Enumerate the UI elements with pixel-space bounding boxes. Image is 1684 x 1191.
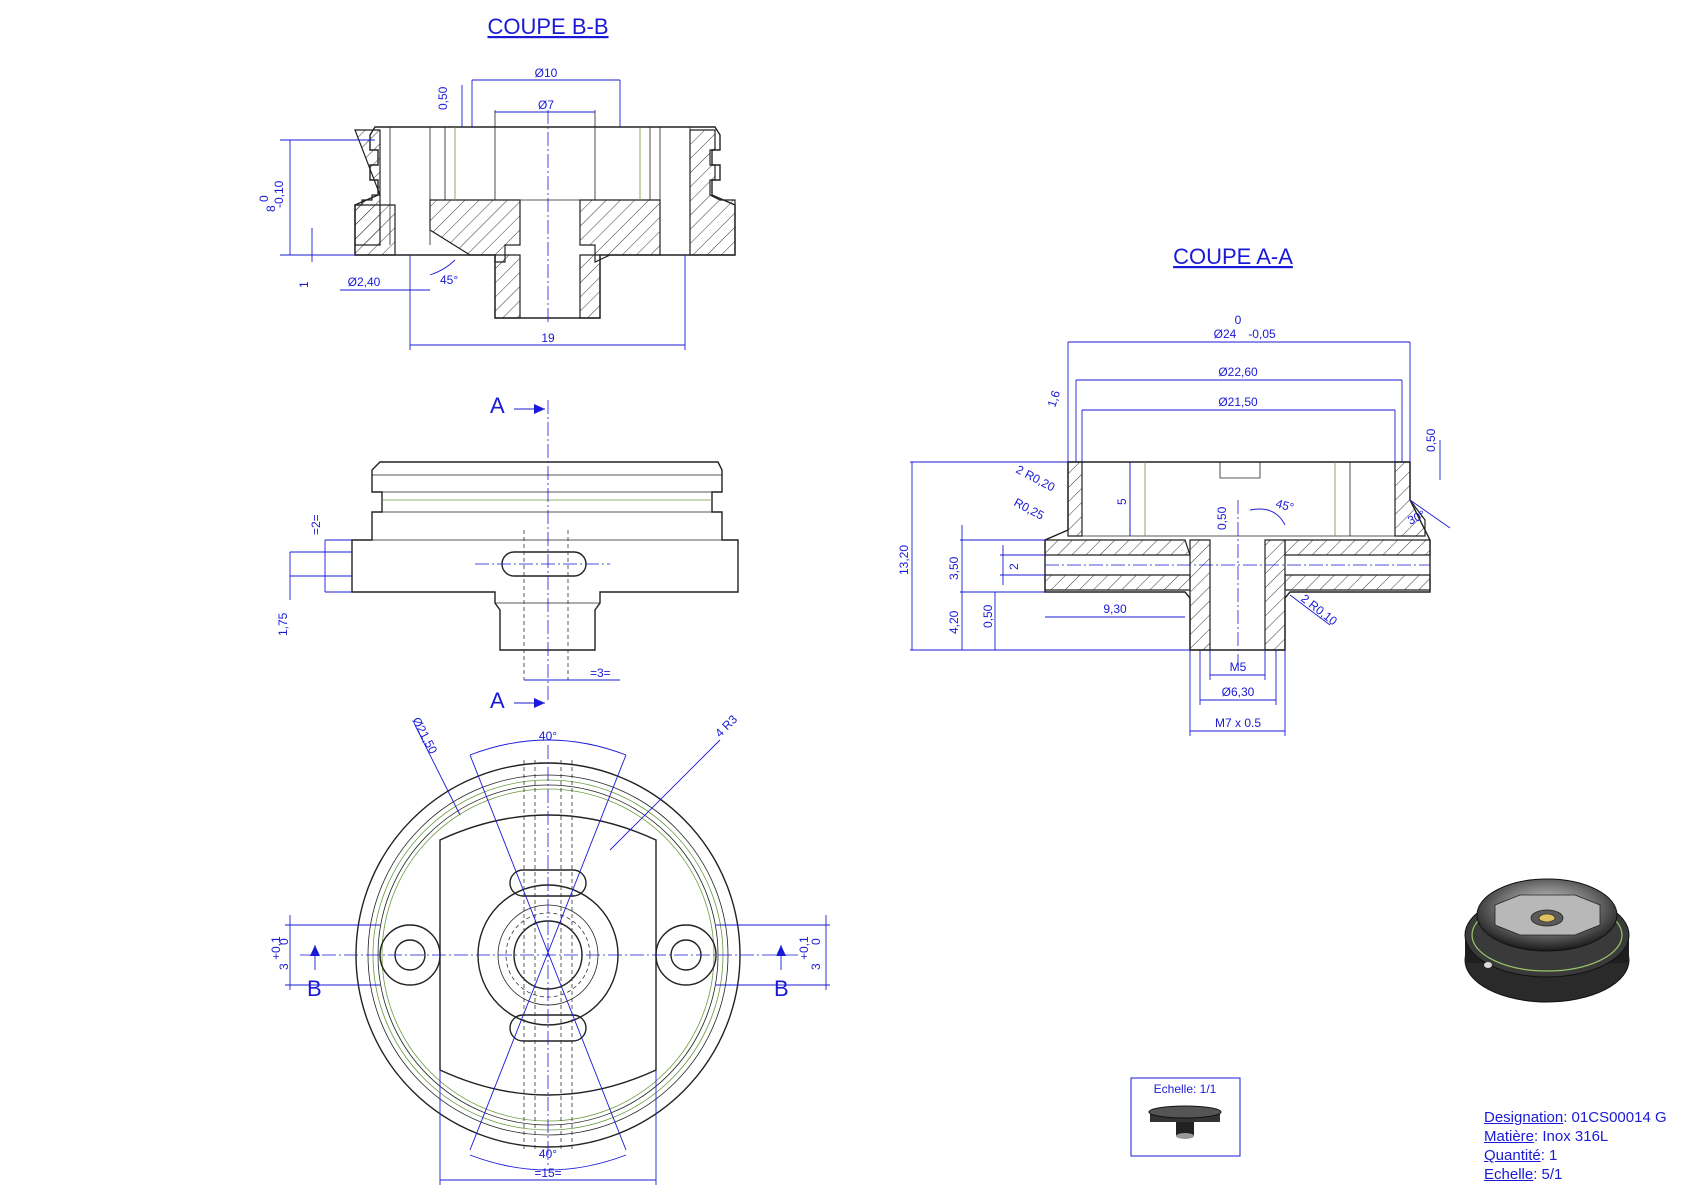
dim-d240: Ø2,40	[348, 275, 381, 289]
dim-d24-tol: -0,05	[1248, 327, 1276, 341]
dim-tol-top-left: +0,1	[269, 936, 283, 960]
section-bb-flange-left	[354, 204, 396, 256]
dim-eq15: =15=	[534, 1166, 561, 1180]
section-aa-outline	[1044, 461, 1431, 651]
dim-d2150-top: Ø21,50	[409, 715, 440, 757]
dim-three-right: 3	[809, 963, 823, 970]
dim-420: 4,20	[947, 610, 961, 634]
dim-050-right: 0,50	[1424, 428, 1438, 452]
dim-r025: R0,25	[1012, 495, 1047, 523]
dim-050-aa: 0,50	[981, 604, 995, 628]
dim-d10: Ø10	[535, 66, 558, 80]
section-aa-stem-right	[1264, 539, 1286, 651]
dim-45-bb: 45°	[440, 273, 458, 287]
designation-row: Designation: 01CS00014 G	[1484, 1108, 1667, 1127]
section-aa-rim-left	[1067, 461, 1083, 537]
marker-a-bottom: A	[490, 688, 505, 713]
marker-b-right: B	[774, 976, 789, 1001]
isometric-view	[1464, 878, 1630, 1003]
marker-b-left: B	[307, 976, 322, 1001]
dim-1320: 13,20	[897, 545, 911, 575]
dim-r020: 2 R0,20	[1014, 462, 1058, 494]
section-bb-stem-left	[494, 254, 521, 319]
section-bb-core-right	[579, 199, 661, 263]
section-aa-view: COUPE A-A 0 Ø24 -0,05 Ø22,60	[897, 244, 1451, 736]
section-aa-title: COUPE A-A	[1173, 244, 1293, 269]
top-view: B B 40° 40° Ø21,50 4 R3 =15= +0,1 0 3 +0…	[269, 712, 830, 1185]
dim-16: 1,6	[1045, 388, 1064, 409]
section-aa-stem-left	[1189, 539, 1211, 651]
quantity-row: Quantité: 1	[1484, 1146, 1667, 1165]
dim-45-aa: 45°	[1274, 496, 1295, 514]
material-row: Matière: Inox 316L	[1484, 1127, 1667, 1146]
dim-d24: Ø24	[1214, 327, 1237, 341]
dim-five: 5	[1115, 498, 1129, 505]
section-bb-view: COUPE B-B Ø10 Ø7 0,50 8 -	[257, 14, 736, 350]
dim-m5: M5	[1230, 660, 1247, 674]
title-block: Designation: 01CS00014 G Matière: Inox 3…	[1484, 1108, 1667, 1184]
dim-40-top: 40°	[539, 729, 557, 743]
side-view: A A =2= 1,75 =3=	[276, 393, 739, 713]
section-bb-title: COUPE B-B	[487, 14, 608, 39]
dim-d630: Ø6,30	[1222, 685, 1255, 699]
dim-d2150-aa: Ø21,50	[1218, 395, 1258, 409]
dim-tol-zero-left: 0	[277, 938, 291, 945]
designation-label: Designation	[1484, 1109, 1564, 1126]
scale-label: Echelle	[1484, 1166, 1534, 1183]
dim-three-left: 3	[277, 963, 291, 970]
dim-eq2: =2=	[309, 514, 323, 535]
dim-tol0-aa: 0	[1235, 313, 1242, 327]
dim-h8-tol: -0,10	[272, 180, 286, 208]
section-bb-core-left	[429, 199, 521, 263]
dim-050-center: 0,50	[1215, 506, 1229, 530]
dim-one: 1	[297, 281, 311, 288]
quantity-value: : 1	[1540, 1147, 1558, 1164]
dim-tol-top-right: +0,1	[797, 936, 811, 960]
scale-box-label: Echelle: 1/1	[1154, 1082, 1217, 1096]
side-view-outline	[351, 461, 739, 651]
section-bb-stem-right	[579, 254, 601, 319]
dim-930: 9,30	[1103, 602, 1127, 616]
scale-value: : 5/1	[1533, 1166, 1563, 1183]
marker-a-top: A	[490, 393, 505, 418]
dim-40-bot: 40°	[539, 1147, 557, 1161]
dim-tol-zero-right: 0	[809, 938, 823, 945]
dim-175: 1,75	[276, 612, 290, 636]
dim-two-aa: 2	[1007, 563, 1021, 570]
section-aa-floor-right2	[1284, 574, 1431, 591]
section-aa-floor-left2	[1044, 574, 1191, 591]
dim-19: 19	[541, 331, 555, 345]
section-aa-floor-left	[1044, 539, 1191, 556]
dim-d7: Ø7	[538, 98, 554, 112]
section-aa-floor-right	[1284, 539, 1431, 556]
material-value: : Inox 316L	[1534, 1128, 1609, 1145]
scale-box: Echelle: 1/1	[1130, 1077, 1241, 1157]
dim-arc-40-top	[469, 739, 627, 756]
dim-r010: 2 R0,10	[1298, 591, 1340, 628]
dim-050-bb: 0,50	[436, 86, 450, 110]
dim-h8-tol0: 0	[257, 195, 271, 202]
material-label: Matière	[1484, 1128, 1535, 1145]
scale-row: Echelle: 5/1	[1484, 1165, 1667, 1184]
quantity-label: Quantité	[1484, 1147, 1541, 1164]
designation-value: : 01CS00014 G	[1563, 1109, 1667, 1126]
dim-h8: 8	[264, 205, 278, 212]
dim-m7: M7 x 0.5	[1215, 716, 1261, 730]
dim-350: 3,50	[947, 556, 961, 580]
dim-eq3: =3=	[590, 666, 611, 680]
section-bb-outline	[354, 126, 736, 319]
dim-d2260: Ø22,60	[1218, 365, 1258, 379]
dim-r3: 4 R3	[712, 712, 740, 740]
dim-arc-40-bot	[469, 1154, 627, 1171]
